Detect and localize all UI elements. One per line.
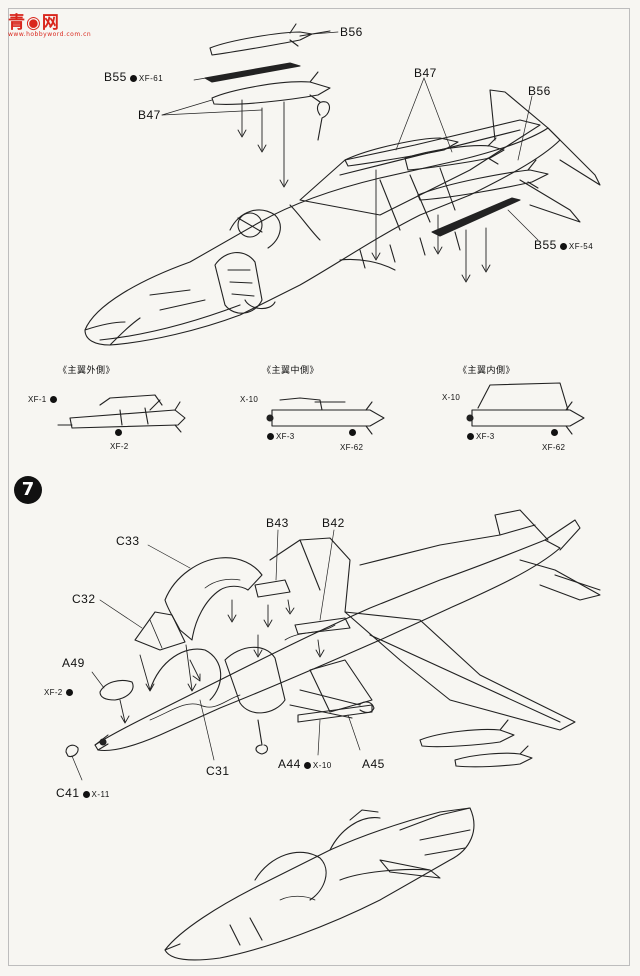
label-c41-paint-code: X-11 bbox=[91, 790, 110, 799]
label-a49: A49 bbox=[62, 656, 85, 670]
paint-bottle-icon bbox=[115, 429, 122, 436]
part-c33-canopy bbox=[164, 557, 263, 641]
label-b56-top: B56 bbox=[340, 25, 363, 39]
detail-middle-bottom-right-code: XF-62 bbox=[340, 443, 364, 452]
paint-bottle-icon bbox=[82, 791, 90, 798]
detail-inner-bottom-left: XF-3 bbox=[464, 432, 495, 441]
paint-bottle-icon bbox=[551, 429, 558, 436]
part-b43 bbox=[254, 579, 291, 598]
detail-middle-bottom-left-code: XF-3 bbox=[276, 432, 295, 441]
store-b47-left bbox=[211, 71, 331, 105]
label-a45: A45 bbox=[362, 757, 385, 771]
paint-bottle-icon bbox=[467, 433, 474, 440]
page-frame bbox=[8, 8, 630, 966]
paint-bottle-icon bbox=[559, 243, 567, 250]
label-a44-paint-code: X-10 bbox=[312, 761, 332, 770]
leaders-top bbox=[161, 31, 539, 241]
store-b55-left bbox=[204, 62, 301, 83]
caption-middle-station: 《主翼中側》 bbox=[262, 366, 320, 376]
caption-outer-station: 《主翼外側》 bbox=[58, 366, 116, 376]
part-c32-windscreen bbox=[134, 611, 186, 651]
label-c41: C41 X-11 bbox=[56, 786, 110, 800]
arrows-top bbox=[237, 99, 491, 283]
store-b47-right bbox=[344, 137, 505, 171]
paint-bottle-icon bbox=[65, 689, 73, 696]
detail-inner-top-code: X-10 bbox=[442, 393, 461, 402]
label-b42: B42 bbox=[322, 516, 345, 530]
label-c41-part: C41 bbox=[56, 786, 80, 800]
label-c33: C33 bbox=[116, 534, 140, 548]
store-b55-right bbox=[431, 197, 521, 237]
store-b56-top bbox=[209, 23, 331, 56]
detail-middle-bottom-left: XF-3 bbox=[264, 432, 295, 441]
label-a49-paint-code: XF-2 bbox=[44, 688, 63, 697]
detail-middle-top-code: X-10 bbox=[240, 395, 259, 404]
step-number-badge: 7 bbox=[14, 476, 42, 504]
site-logo: 青◉网 www.hobbyword.com.cn bbox=[8, 8, 91, 38]
step7-aircraft-drawing bbox=[94, 509, 601, 768]
part-a49 bbox=[99, 679, 134, 701]
logo-url: www.hobbyword.com.cn bbox=[8, 31, 92, 38]
paint-bottle-icon bbox=[349, 429, 356, 436]
label-a44-part: A44 bbox=[278, 757, 301, 771]
detail-outer-bottom-code: XF-2 bbox=[110, 442, 129, 451]
label-b47-left: B47 bbox=[138, 108, 161, 122]
label-b56-right: B56 bbox=[528, 84, 551, 98]
detail-outer-station bbox=[57, 394, 186, 433]
bottom-aircraft-drawing bbox=[164, 807, 475, 961]
arrows-step7 bbox=[119, 599, 325, 724]
label-a49-paint: XF-2 bbox=[44, 688, 75, 697]
store-b56-right bbox=[417, 159, 549, 201]
paint-bottle-icon bbox=[49, 396, 57, 403]
paint-bottle-icon bbox=[129, 75, 137, 82]
label-b55-left-part: B55 bbox=[104, 70, 127, 84]
label-b55-right-part: B55 bbox=[534, 238, 557, 252]
detail-inner-bottom-right-code: XF-62 bbox=[542, 443, 566, 452]
part-b42 bbox=[294, 617, 351, 635]
logo-text: 青◉网 bbox=[8, 13, 60, 33]
label-b55-left-paint: XF-61 bbox=[138, 74, 164, 83]
label-c31: C31 bbox=[206, 764, 230, 778]
label-b55-left: B55 XF-61 bbox=[104, 70, 163, 84]
label-a44: A44 X-10 bbox=[278, 757, 332, 771]
label-b47-right: B47 bbox=[414, 66, 437, 80]
label-b55-right-paint: XF-54 bbox=[568, 242, 594, 251]
caption-inner-station: 《主翼内側》 bbox=[458, 366, 516, 376]
paint-bottle-icon bbox=[303, 762, 311, 769]
label-b43: B43 bbox=[266, 516, 289, 530]
detail-outer-top-code: XF-1 bbox=[28, 395, 47, 404]
paint-bottle-icon bbox=[267, 433, 274, 440]
detail-inner-station bbox=[466, 382, 585, 435]
detail-outer-bottom-paint bbox=[112, 428, 124, 437]
label-b55-right: B55 XF-54 bbox=[534, 238, 593, 252]
top-aircraft-drawing bbox=[84, 89, 601, 346]
detail-middle-bottom-right-icon bbox=[346, 428, 358, 437]
detail-inner-bottom-right-icon bbox=[548, 428, 560, 437]
detail-middle-station bbox=[266, 397, 385, 435]
detail-outer-top-paint: XF-1 bbox=[28, 395, 59, 404]
part-c41 bbox=[65, 744, 79, 758]
label-c32: C32 bbox=[72, 592, 96, 606]
detail-inner-bottom-left-code: XF-3 bbox=[476, 432, 495, 441]
leaders-step7 bbox=[71, 529, 361, 781]
